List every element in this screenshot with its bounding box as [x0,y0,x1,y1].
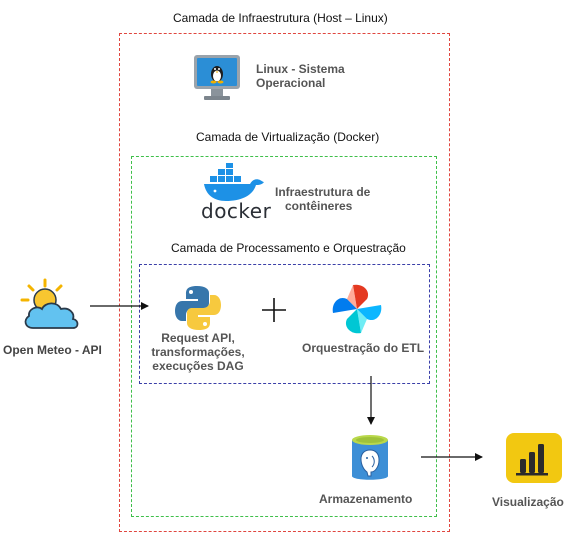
airflow-pinwheel-icon [331,283,383,335]
docker-logo: docker [200,162,272,223]
docker-whale-icon [204,162,264,201]
docker-wordmark: docker [201,199,272,223]
infrastructure-layer-title: Camada de Infraestrutura (Host – Linux) [173,11,388,25]
weather-api-label: Open Meteo - API [3,343,102,357]
infrastructure-layer-box [119,33,450,532]
python-label-line1: Request API, [161,331,235,345]
docker-label-line1: Infraestrutura de [275,185,371,199]
linux-monitor-icon [192,53,242,103]
python-icon [174,284,222,332]
docker-label: Infraestrutura de contêineres [275,185,370,213]
database-postgres-icon [350,432,390,484]
powerbi-icon [505,432,563,484]
python-label: Request API, transformações, execuções D… [140,331,256,373]
processing-layer-title: Camada de Processamento e Orquestração [171,241,406,255]
weather-sun-cloud-icon [19,278,83,334]
storage-label: Armazenamento [319,492,413,506]
python-label-line3: execuções DAG [152,359,244,373]
linux-label-line2: Operacional [256,76,326,90]
processing-layer-box [139,264,430,384]
airflow-label: Orquestração do ETL [302,341,425,355]
virtualization-layer-box [131,156,437,517]
docker-label-line2: contêineres [285,199,353,213]
visualization-label: Visualização [492,495,564,509]
linux-label: Linux - Sistema Operacional [256,62,345,90]
virtualization-layer-title: Camada de Virtualização (Docker) [196,130,380,144]
linux-label-line1: Linux - Sistema [256,62,345,76]
python-label-line2: transformações, [151,345,245,359]
plus-icon [261,297,287,323]
